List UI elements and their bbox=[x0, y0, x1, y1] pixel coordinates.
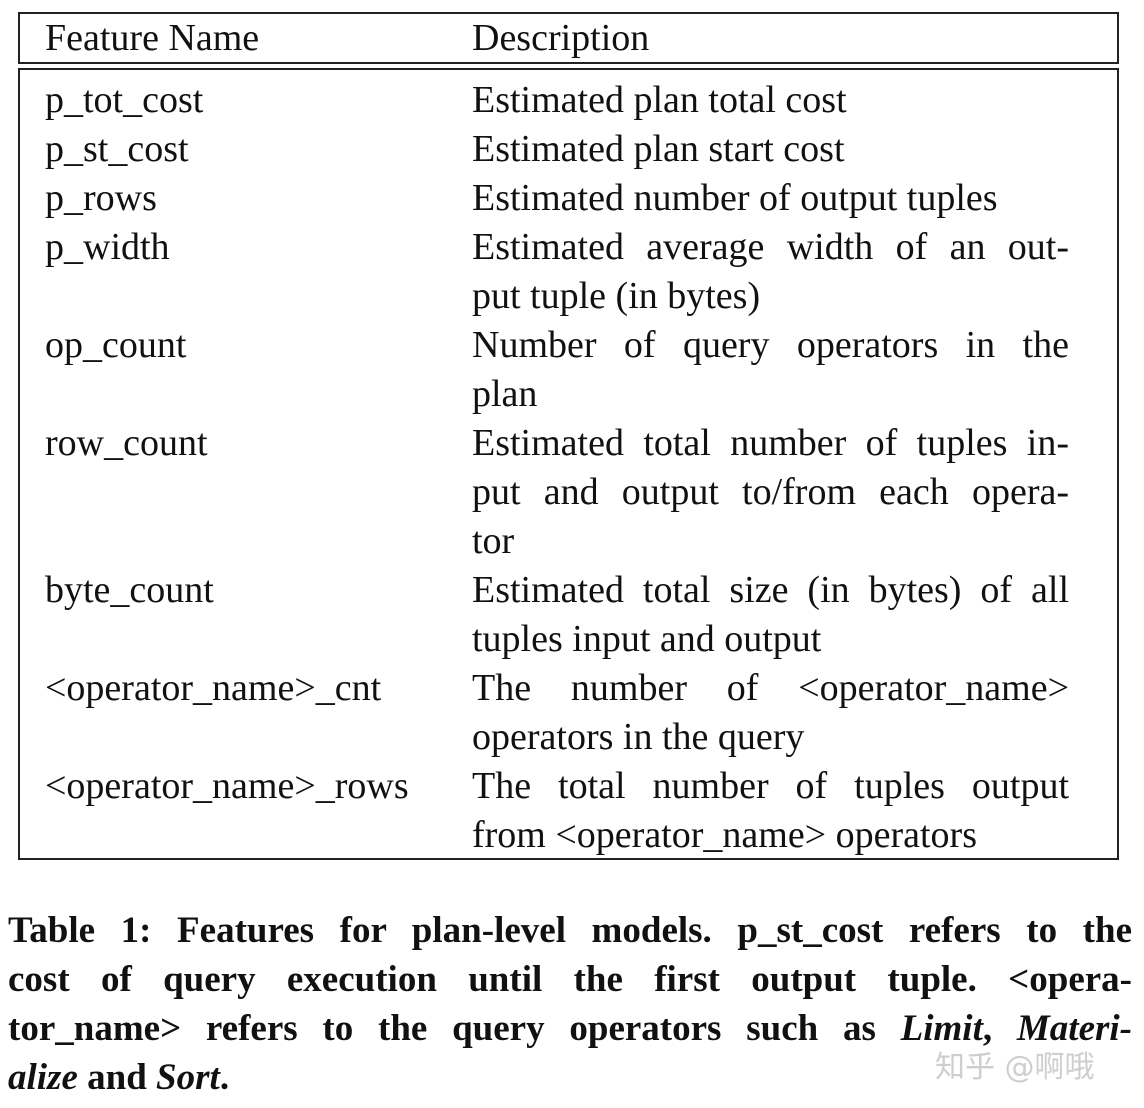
caption-line-1: Table 1: Features for plan-level models.… bbox=[8, 910, 1132, 951]
description-cell: Estimated plan total cost bbox=[472, 76, 1117, 125]
description-line: put and output to/from each opera- bbox=[472, 471, 1069, 513]
caption-line-4: alize and Sort. bbox=[8, 1053, 1132, 1102]
description-line: Number of query operators in the bbox=[472, 324, 1069, 366]
description-line: plan bbox=[472, 373, 538, 415]
table-header-box: Feature Name Description bbox=[18, 12, 1119, 64]
description-cell: The number of <operator_name> operators i… bbox=[472, 664, 1117, 762]
description-line: from <operator_name> operators bbox=[472, 814, 978, 856]
feature-name-cell: row_count bbox=[45, 422, 208, 464]
description-cell: Estimated total number of tuples in-put … bbox=[472, 419, 1117, 566]
table-row: p_rows Estimated number of output tuples bbox=[20, 174, 1117, 223]
feature-name-cell: p_st_cost bbox=[45, 128, 189, 170]
watermark: 知乎 @啊哦 bbox=[935, 1050, 1095, 1085]
description-cell: Estimated average width of an out-put tu… bbox=[472, 223, 1117, 321]
caption-line-3: tor_name> refers to the query operators … bbox=[8, 1004, 1132, 1053]
caption-text: . bbox=[219, 1057, 230, 1098]
table-row: p_tot_cost Estimated plan total cost bbox=[20, 76, 1117, 125]
caption-italic-alize: alize bbox=[8, 1057, 78, 1098]
description-line: Estimated plan total cost bbox=[472, 79, 847, 121]
caption-italic-materialize: Materi- bbox=[1016, 1008, 1133, 1049]
table-row: <operator_name>_rows The total number of … bbox=[20, 762, 1117, 860]
description-line: Estimated number of output tuples bbox=[472, 177, 998, 219]
table-row: p_width Estimated average width of an out… bbox=[20, 223, 1117, 321]
feature-name-cell: p_rows bbox=[45, 177, 157, 219]
feature-name-cell: p_tot_cost bbox=[45, 79, 204, 121]
feature-name-cell: op_count bbox=[45, 324, 187, 366]
description-line: tor bbox=[472, 520, 515, 562]
caption-text: , bbox=[982, 1008, 1017, 1049]
description-cell: Estimated number of output tuples bbox=[472, 174, 1117, 223]
description-line: Estimated total size (in bytes) of all bbox=[472, 569, 1069, 611]
table-row: p_st_cost Estimated plan start cost bbox=[20, 125, 1117, 174]
feature-name-cell: <operator_name>_rows bbox=[45, 765, 409, 807]
description-cell: The total number of tuples output from <o… bbox=[472, 762, 1117, 860]
caption-text: tor_name> refers to the query operators … bbox=[8, 1008, 901, 1049]
description-line: Estimated plan start cost bbox=[472, 128, 845, 170]
description-line: Estimated total number of tuples in- bbox=[472, 422, 1069, 464]
caption-italic-limit: Limit bbox=[900, 1008, 983, 1049]
caption-italic-sort: Sort bbox=[156, 1057, 220, 1098]
table-caption: Table 1: Features for plan-level models.… bbox=[8, 906, 1132, 1102]
header-description: Description bbox=[472, 17, 650, 59]
description-line: operators in the query bbox=[472, 716, 805, 758]
table-row: byte_count Estimated total size (in bytes… bbox=[20, 566, 1117, 664]
table-header-row: Feature Name Description bbox=[20, 14, 1117, 62]
feature-name-cell: <operator_name>_cnt bbox=[45, 667, 382, 709]
description-cell: Estimated total size (in bytes) of all tu… bbox=[472, 566, 1117, 664]
feature-name-cell: byte_count bbox=[45, 569, 214, 611]
caption-line-2: cost of query execution until the first … bbox=[8, 959, 1132, 1000]
description-line: tuples input and output bbox=[472, 618, 822, 660]
header-feature-name: Feature Name bbox=[45, 17, 260, 59]
description-line: The number of <operator_name> bbox=[472, 667, 1069, 709]
table-row: <operator_name>_cnt The number of <operat… bbox=[20, 664, 1117, 762]
description-line: The total number of tuples output bbox=[472, 765, 1069, 807]
table-row: op_count Number of query operators in the… bbox=[20, 321, 1117, 419]
description-line: Estimated average width of an out- bbox=[472, 226, 1069, 268]
description-line: put tuple (in bytes) bbox=[472, 275, 761, 317]
description-cell: Number of query operators in the plan bbox=[472, 321, 1117, 419]
caption-text: and bbox=[77, 1057, 157, 1098]
description-cell: Estimated plan start cost bbox=[472, 125, 1117, 174]
feature-name-cell: p_width bbox=[45, 226, 170, 268]
table-row: row_count Estimated total number of tuple… bbox=[20, 419, 1117, 566]
